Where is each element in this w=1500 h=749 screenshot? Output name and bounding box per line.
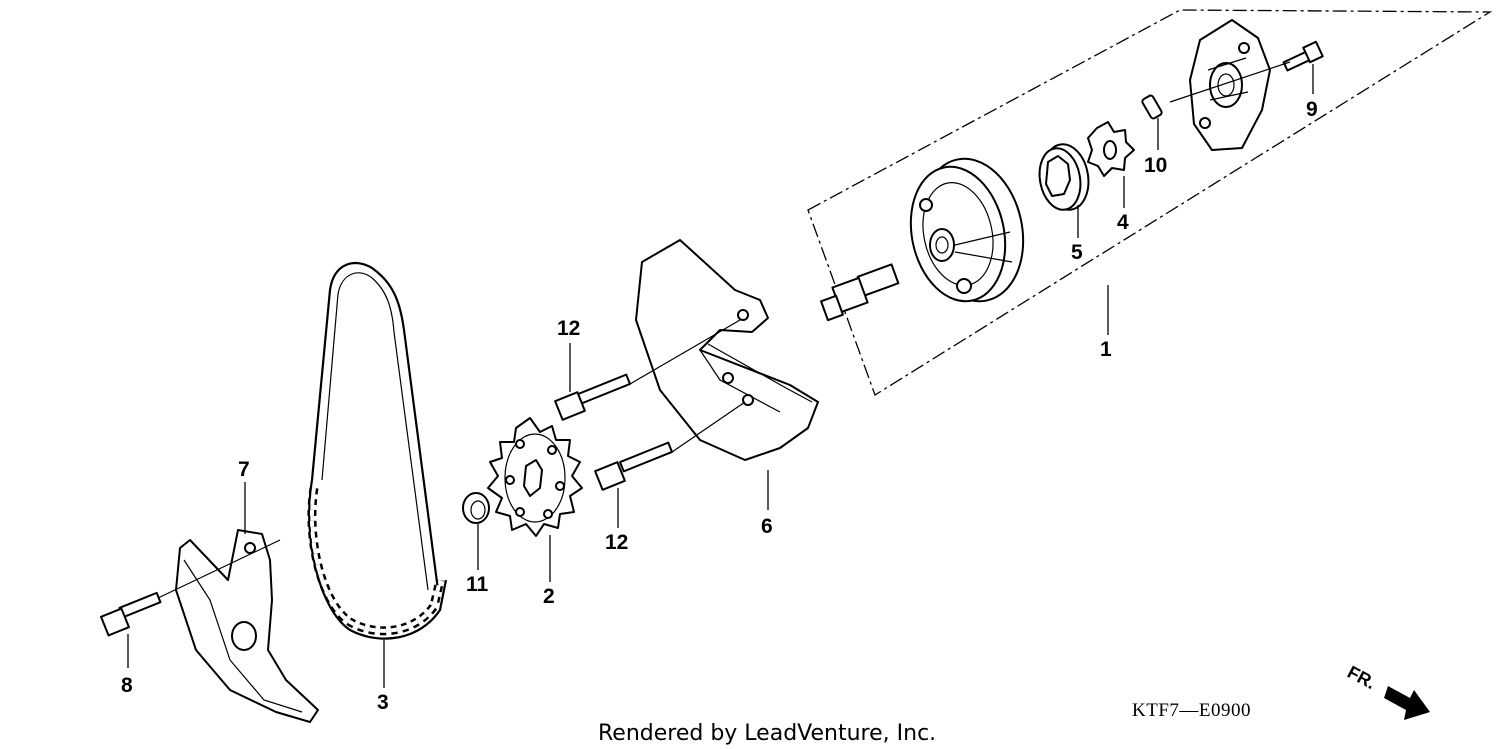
callout-1: 1: [1100, 338, 1112, 361]
snap-ring: [462, 492, 490, 524]
callout-12-lower: 12: [605, 531, 628, 554]
callout-12-upper: 12: [557, 317, 580, 340]
callout-8: 8: [121, 674, 133, 697]
guard-bolt: [100, 591, 162, 637]
callout-3: 3: [377, 691, 389, 714]
flange-bolt-lower: [594, 441, 673, 491]
chain-guide-plate: [635, 239, 819, 461]
callout-9: 9: [1306, 98, 1318, 121]
callout-4: 4: [1117, 211, 1129, 234]
front-direction-indicator: FR.: [1344, 662, 1430, 720]
dowel-pin: [1141, 94, 1163, 120]
oil-pump-assembly-group: [807, 9, 1493, 396]
oil-pump-sprocket: [487, 417, 583, 537]
flange-bolt-upper: [554, 373, 631, 421]
pump-shaft: [820, 263, 900, 322]
leader-lines: [127, 64, 1314, 688]
callout-6: 6: [761, 515, 773, 538]
callout-11: 11: [466, 573, 489, 596]
arrow-right-icon: [1384, 686, 1430, 720]
drive-chain: [307, 261, 448, 640]
front-label: FR.: [1344, 662, 1379, 693]
pump-cover: [1189, 19, 1271, 151]
chain-guard: [175, 529, 319, 723]
assembly-boundary: [807, 9, 1493, 396]
callout-5: 5: [1071, 241, 1083, 264]
render-credit: Rendered by LeadVenture, Inc.: [598, 721, 936, 746]
pump-body: [909, 157, 1025, 303]
outer-rotor: [1038, 143, 1090, 211]
cover-bolt: [1282, 40, 1324, 72]
bolt-axis-line: [1169, 61, 1291, 103]
callout-2: 2: [543, 585, 555, 608]
callout-10: 10: [1144, 154, 1167, 177]
diagram-code: KTF7—E0900: [1132, 700, 1251, 721]
callout-7: 7: [238, 458, 250, 481]
